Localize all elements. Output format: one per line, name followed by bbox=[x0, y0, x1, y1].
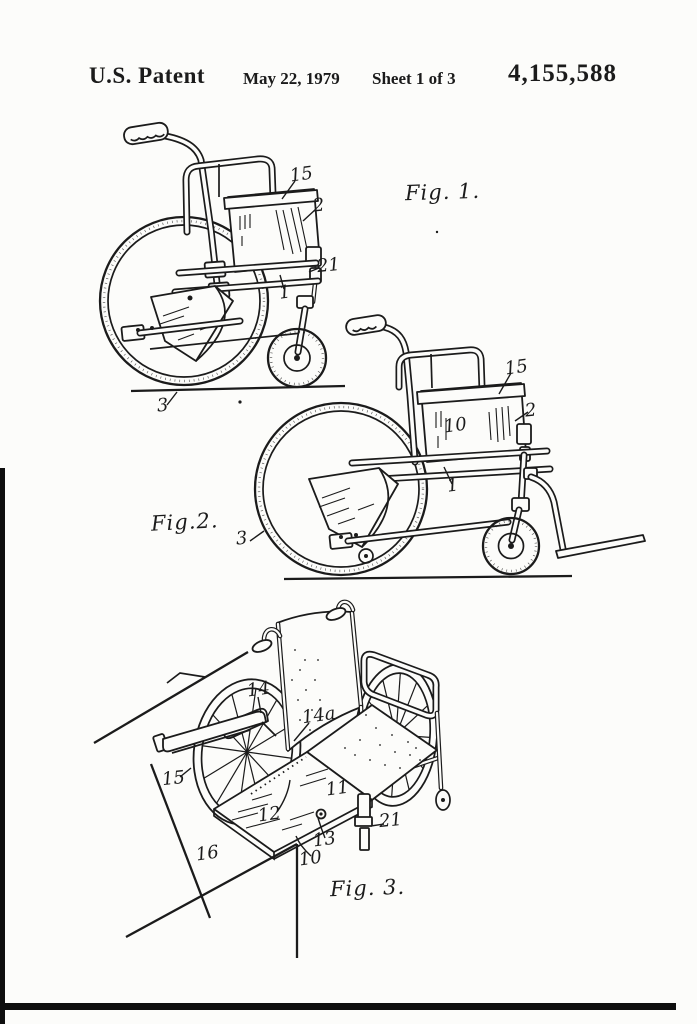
fig2-label-2: 2 bbox=[523, 399, 538, 422]
patent-number: 4,155,588 bbox=[508, 60, 617, 87]
fig1-label-15: 15 bbox=[288, 162, 315, 187]
fig1-label-21: 21 bbox=[315, 253, 341, 278]
fig1-label-3: 3 bbox=[155, 394, 170, 417]
fig3-label-12: 12 bbox=[256, 802, 283, 827]
fig3-caption: Fig. 3. bbox=[329, 874, 406, 902]
fig2-wheelchair-side-view-footrest bbox=[249, 314, 646, 581]
fig3-wheelchair-transfer-perspective bbox=[93, 599, 451, 958]
fig1-label-1: 1 bbox=[277, 281, 292, 304]
fig3-label-21: 21 bbox=[377, 808, 403, 833]
fig2-label-15: 15 bbox=[503, 355, 530, 380]
fig2-label-10: 10 bbox=[442, 413, 469, 438]
scan-border-left bbox=[0, 468, 5, 1024]
fig3-label-15: 15 bbox=[160, 766, 186, 791]
fig3-label-14a: 14a bbox=[300, 702, 337, 729]
fig1-handle-grip-icon bbox=[123, 121, 169, 146]
patent-office-title: U.S. Patent bbox=[89, 63, 206, 88]
fig3-label-16: 16 bbox=[194, 841, 221, 866]
fig2-label-1: 1 bbox=[445, 474, 460, 497]
fig1-caption: Fig. 1. bbox=[404, 178, 481, 206]
fig2-caption: Fig.2. bbox=[150, 508, 220, 536]
fig3-seat-stipple bbox=[344, 714, 421, 769]
fig3-label-14: 14 bbox=[245, 677, 272, 702]
sheet-indicator: Sheet 1 of 3 bbox=[372, 69, 456, 88]
fig3-backrest-stipple bbox=[291, 649, 321, 731]
fig1-label-2: 2 bbox=[311, 194, 326, 217]
scan-border-bottom bbox=[0, 1003, 676, 1010]
fig1-wheelchair-side-view bbox=[98, 121, 439, 406]
fig2-label-3: 3 bbox=[234, 527, 249, 550]
fig2-handle-grip-icon bbox=[345, 314, 387, 336]
fig3-label-11: 11 bbox=[324, 776, 351, 801]
patent-date: May 22, 1979 bbox=[243, 69, 340, 88]
fig3-label-10: 10 bbox=[297, 846, 324, 871]
